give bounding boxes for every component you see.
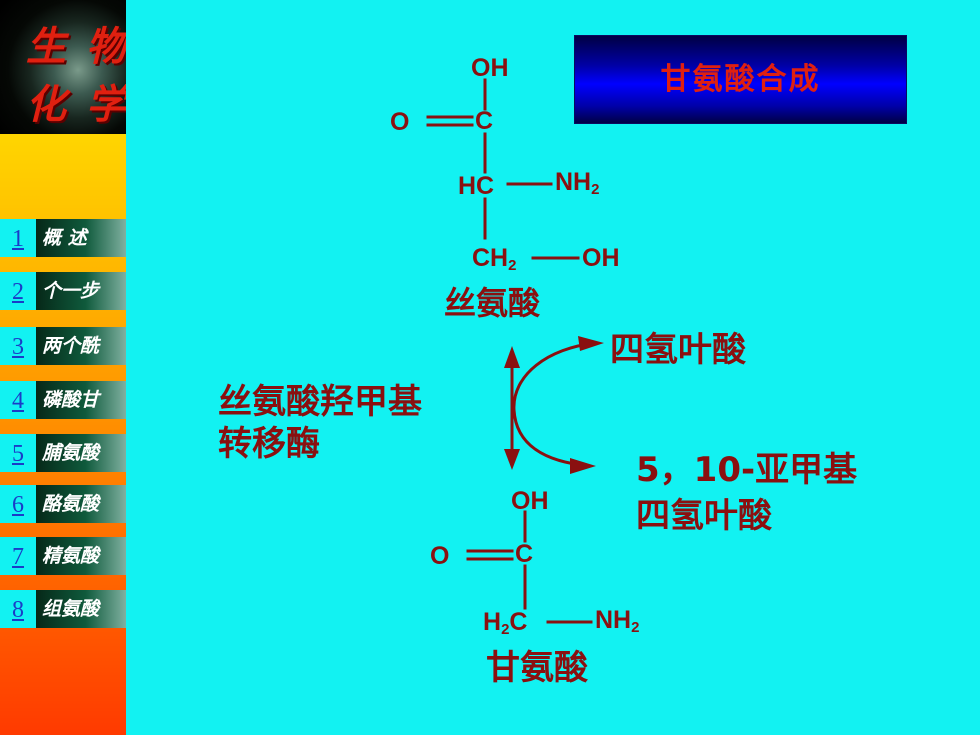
nav-item-label: 概 述 [42,227,87,249]
cofactor-arrow-head-in [578,336,604,351]
biochemistry-logo: 生 物 化 学 [0,0,126,134]
nav-item-label: 组氨酸 [42,598,100,620]
nav-item-7[interactable]: 7 精氨酸 [0,537,126,575]
cofactor-arrow-head-out [570,458,596,474]
nav-item-label: 两个酰 [42,335,100,357]
serine-oh-top: OH [471,54,509,82]
nav-item-number[interactable]: 5 [0,434,36,472]
serine-c: C [475,107,494,135]
nav-item-label: 酪氨酸 [42,493,100,515]
logo-char: 化 [26,81,66,128]
logo-char: 物 [86,23,126,70]
nav-item-bar[interactable]: 磷酸甘 [36,381,126,419]
cofactor-out-label-line1: 5，10-亚甲基 [636,450,858,490]
serine-o: O [390,108,410,136]
reaction-arrow-head-up [504,346,520,368]
nav-item-bar[interactable]: 概 述 [36,219,126,257]
nav-item-number[interactable]: 4 [0,381,36,419]
cofactor-curve-arrow [512,341,597,468]
serine-oh-side: OH [582,244,620,272]
nav-item-label: 磷酸甘 [42,389,100,411]
nav-item-2[interactable]: 2 个一步 [0,272,126,310]
glycine-label: 甘氨酸 [486,648,588,688]
nav-item-label: 脯氨酸 [42,442,100,464]
glycine-h2c: H2C [483,608,528,638]
nav-item-bar[interactable]: 个一步 [36,272,126,310]
serine-hc: HC [458,172,495,200]
enzyme-label-line2: 转移酶 [218,424,320,464]
nav-item-bar[interactable]: 脯氨酸 [36,434,126,472]
glycine-o: O [430,542,450,570]
nav-item-4[interactable]: 4 磷酸甘 [0,381,126,419]
nav-item-bar[interactable]: 组氨酸 [36,590,126,628]
glycine-c: C [515,540,534,568]
cofactor-out-label-line2: 四氢叶酸 [636,496,772,536]
slide-title-box: 甘氨酸合成 [574,35,907,124]
enzyme-label-line1: 丝氨酸羟甲基 [218,382,422,422]
nav-item-bar[interactable]: 两个酰 [36,327,126,365]
reaction-arrow-head-down [504,449,520,470]
glycine-oh-top: OH [511,487,549,515]
logo-char: 生 [26,23,66,70]
nav-item-number[interactable]: 3 [0,327,36,365]
serine-nh2: NH2 [555,168,600,198]
nav-item-number[interactable]: 1 [0,219,36,257]
nav-item-label: 个一步 [42,280,100,302]
nav-item-number[interactable]: 7 [0,537,36,575]
logo-char: 学 [86,81,126,128]
cofactor-in-label: 四氢叶酸 [610,330,746,370]
nav-item-bar[interactable]: 精氨酸 [36,537,126,575]
nav-item-3[interactable]: 3 两个酰 [0,327,126,365]
serine-label: 丝氨酸 [444,284,541,322]
glycine-nh2: NH2 [595,606,640,636]
nav-item-8[interactable]: 8 组氨酸 [0,590,126,628]
nav-item-number[interactable]: 6 [0,485,36,523]
sidebar: 生 物 化 学 1 概 述 2 个一步 3 两个酰 4 磷酸甘 5 脯氨酸 6 … [0,0,126,735]
nav-item-6[interactable]: 6 酪氨酸 [0,485,126,523]
serine-ch2: CH2 [472,244,517,274]
nav-item-1[interactable]: 1 概 述 [0,219,126,257]
nav-item-number[interactable]: 8 [0,590,36,628]
slide-title: 甘氨酸合成 [660,62,821,97]
nav-item-bar[interactable]: 酪氨酸 [36,485,126,523]
nav-item-number[interactable]: 2 [0,272,36,310]
nav-item-5[interactable]: 5 脯氨酸 [0,434,126,472]
nav-item-label: 精氨酸 [42,545,100,567]
